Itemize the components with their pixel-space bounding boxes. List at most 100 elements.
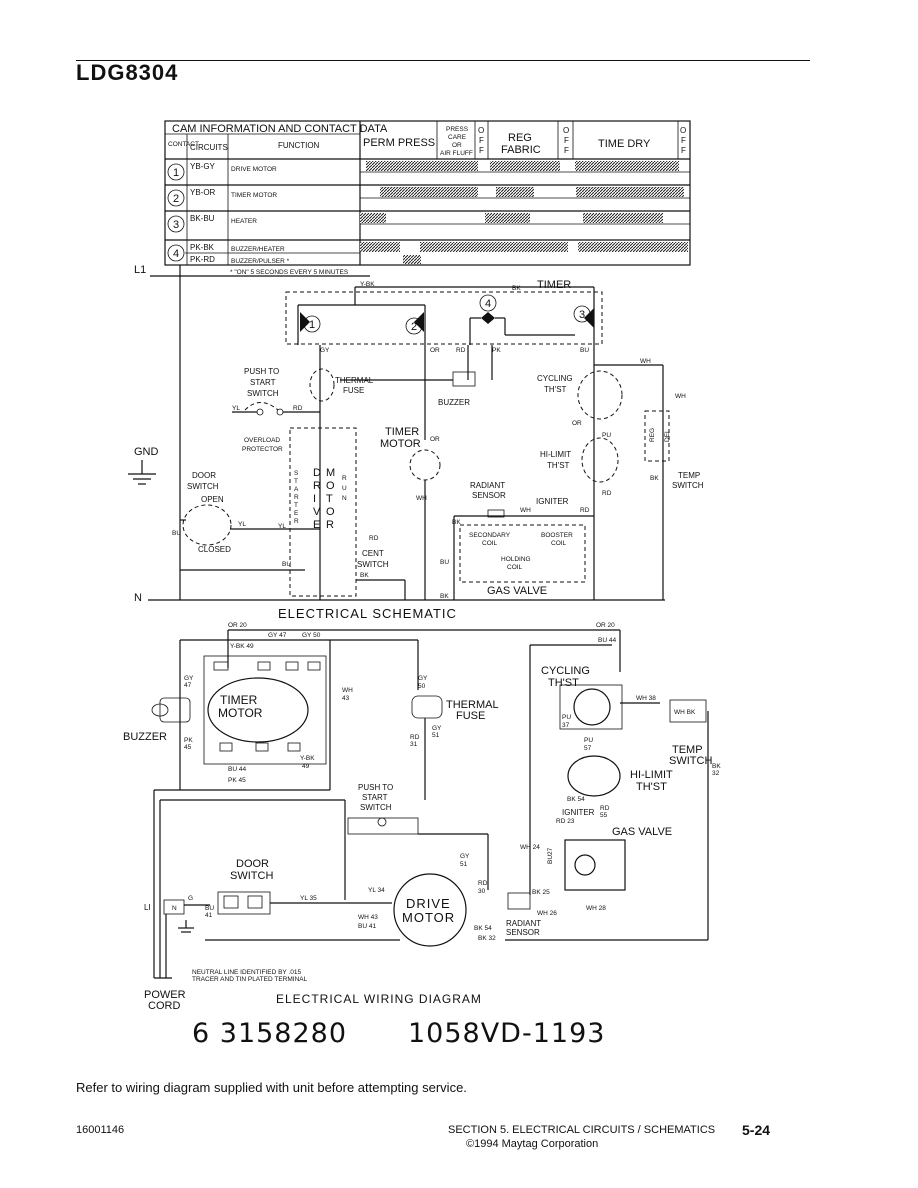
press-care-4: AIR FLUFF [440,150,473,157]
svg-text:Y-BK 49: Y-BK 49 [230,643,254,650]
svg-text:T: T [294,478,298,485]
svg-text:WH 26: WH 26 [537,910,557,917]
svg-text:RD: RD [456,347,466,354]
svg-text:MOTOR: MOTOR [402,910,455,925]
svg-text:WH: WH [520,507,531,514]
svg-text:WH: WH [416,495,427,502]
radiant-2: SENSOR [472,491,506,500]
svg-text:32: 32 [712,770,720,777]
svg-text:PK: PK [184,737,193,744]
cam-table-title: CAM INFORMATION AND CONTACT DATA [172,123,388,135]
svg-text:BUZZER: BUZZER [123,731,167,743]
doc-id: 16001146 [76,1124,125,1136]
svg-text:SWITCH: SWITCH [669,755,712,767]
gas-valve-component [564,839,626,891]
service-note: Refer to wiring diagram supplied with un… [76,1080,467,1095]
cam-footnote: * "ON" 5 SECONDS EVERY 5 MINUTES [230,269,349,276]
igniter-label: IGNITER [536,497,569,506]
cam-bar [485,213,530,223]
cam-bar [360,242,400,252]
svg-text:RD 23: RD 23 [556,818,575,825]
svg-text:RD: RD [602,490,612,497]
svg-text:BU 44: BU 44 [228,766,246,773]
svg-text:PK 45: PK 45 [228,777,246,784]
timer-motor-2: MOTOR [380,438,421,450]
svg-text:A: A [294,486,299,493]
l1-label: L1 [134,264,146,276]
svg-text:BK: BK [650,475,659,482]
cam-bar [403,255,421,264]
svg-text:37: 37 [562,722,570,729]
door-switch-2: SWITCH [187,482,219,491]
svg-text:57: 57 [584,745,592,752]
svg-text:SWITCH: SWITCH [230,870,273,882]
door-switch-1: DOOR [192,471,216,480]
svg-text:YL: YL [232,405,240,412]
reg-label: REG [649,428,656,442]
svg-text:HI-LIMIT: HI-LIMIT [630,769,673,781]
off-o-1: O [478,126,484,135]
col-function: FUNCTION [278,141,320,150]
svg-text:RD: RD [410,734,420,741]
svg-text:D: D [313,467,321,479]
row4-circuit: PK-BK [190,243,215,252]
row3-function: HEATER [231,218,257,225]
holding-1: HOLDING [501,556,531,563]
svg-text:R: R [294,494,299,501]
svg-text:WH: WH [675,393,686,400]
svg-text:BU: BU [172,530,181,537]
cam-bar [490,161,560,171]
svg-text:TIMER: TIMER [220,693,258,707]
svg-text:IGNITER: IGNITER [562,808,595,817]
svg-text:GY 47: GY 47 [268,632,287,639]
svg-text:TEMP: TEMP [672,744,703,756]
del-label: DEL [664,429,671,442]
svg-text:BK 32: BK 32 [478,935,496,942]
timer-label: TIMER [537,279,571,291]
cam-bar [360,213,386,223]
svg-text:V: V [313,506,321,518]
svg-text:PK: PK [492,347,501,354]
row5-function: BUZZER/PULSER * [231,258,290,265]
cam-bar [380,187,478,197]
svg-text:E: E [294,510,299,517]
cycle-time-dry: TIME DRY [598,138,651,150]
row2-function: TIMER MOTOR [231,192,277,199]
cycling-1: CYCLING [537,374,573,383]
secondary-2: COIL [482,540,498,547]
svg-text:PUSH TO: PUSH TO [358,783,393,792]
svg-text:RD: RD [600,805,610,812]
contact-4-circle [167,244,185,262]
hi-limit-1: HI-LIMIT [540,450,571,459]
off-f-2b: F [564,146,569,155]
hi-limit-2: TH'ST [547,461,570,470]
section-label: SECTION 5. ELECTRICAL CIRCUITS / SCHEMAT… [448,1124,716,1136]
svg-text:YL 35: YL 35 [300,895,317,902]
svg-text:GAS VALVE: GAS VALVE [612,826,672,838]
cent-switch-2: SWITCH [357,560,389,569]
svg-text:RADIANT: RADIANT [506,919,541,928]
svg-text:SWITCH: SWITCH [360,803,392,812]
cam-bar [578,242,688,252]
svg-text:BK 25: BK 25 [532,889,550,896]
contact-2-no: 2 [173,193,179,205]
row5-circuit: PK-RD [190,255,215,264]
overload-1: OVERLOAD [244,437,280,444]
svg-text:49: 49 [302,763,310,770]
svg-text:I: I [313,493,316,505]
buzzer-component [159,697,191,723]
push-start-3: SWITCH [247,389,279,398]
svg-text:MOTOR: MOTOR [218,706,263,720]
off-f-3: F [681,136,686,145]
svg-text:R: R [342,475,347,482]
radiant-sensor-component [507,892,531,910]
svg-text:RD: RD [369,535,379,542]
svg-text:M: M [326,467,335,479]
diagram-number-right: 1058VD-1193 [408,1018,606,1049]
svg-text:TRACER AND TIN PLATED TERMINAL: TRACER AND TIN PLATED TERMINAL [192,976,308,983]
svg-text:RD: RD [478,880,488,887]
svg-text:51: 51 [432,732,440,739]
booster-2: COIL [551,540,567,547]
drive-motor-box [289,427,357,597]
